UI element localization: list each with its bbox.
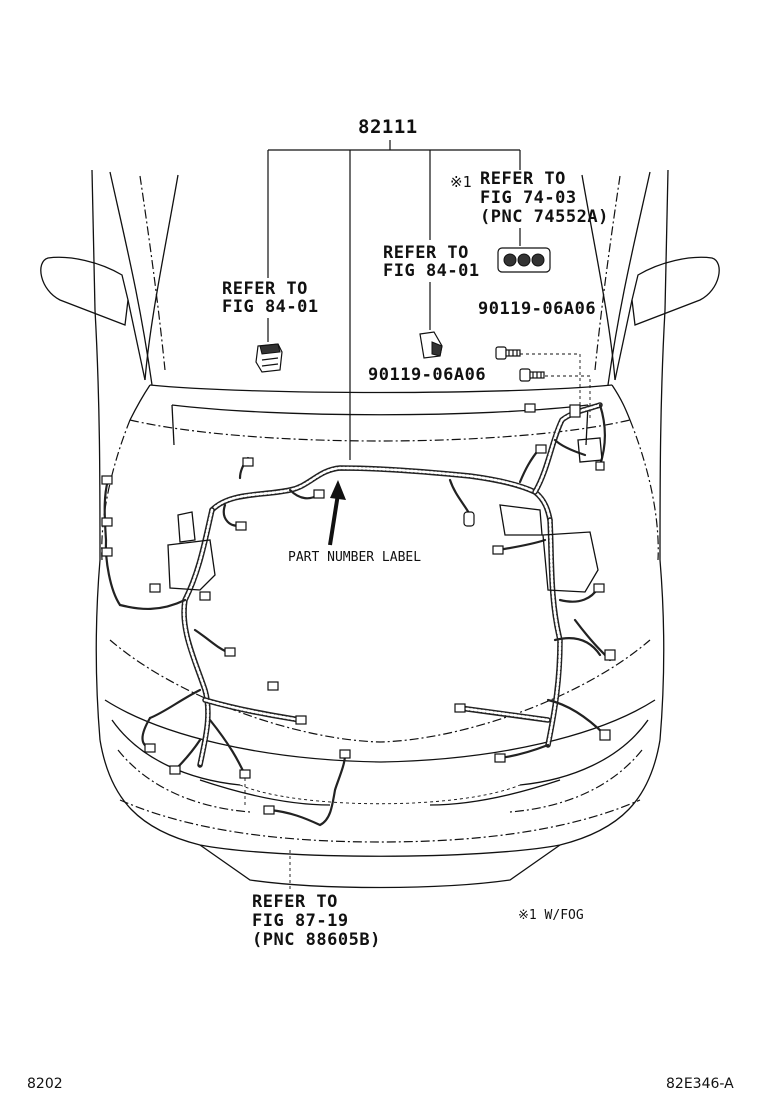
bolt-upper-label: 90119-06A06 [478, 299, 597, 319]
refer-fog-line2: FIG 74-03 [480, 188, 577, 208]
junction-boxes [167, 437, 603, 593]
harness-connectors [101, 403, 616, 815]
main-part-number: 82111 [358, 116, 418, 138]
bolt-lower-part [519, 368, 545, 382]
refer-fog-line1: REFER TO [480, 169, 566, 189]
leader-lines [244, 140, 591, 890]
bolt-upper-part [495, 346, 521, 360]
refer-bottom-line2: FIG 87-19 [252, 911, 349, 931]
refer-left-line1: REFER TO [222, 279, 308, 299]
refer-bottom-line1: REFER TO [252, 892, 338, 912]
part-number-label-callout: PART NUMBER LABEL [288, 550, 422, 565]
fog-note: ※1 W/FOG [518, 908, 584, 923]
bolt-lower-label: 90119-06A06 [368, 365, 487, 385]
refer-left-line2: FIG 84-01 [222, 297, 319, 317]
referenced-parts [255, 247, 551, 382]
refer-fog-line3: (PNC 74552A) [480, 207, 609, 227]
fog-switch-part [497, 247, 551, 273]
refer-mid-line2: FIG 84-01 [383, 261, 480, 281]
refer-fog-mark: ※1 [450, 173, 472, 191]
clip-part-left [255, 343, 283, 373]
clip-part-mid [419, 331, 443, 359]
vehicle-body-outline [40, 169, 720, 889]
refer-mid-line1: REFER TO [383, 243, 469, 263]
footer-figure-code: 82E346-A [666, 1076, 734, 1092]
footer-page-code: 8202 [27, 1076, 63, 1092]
label-arrow [328, 480, 346, 546]
refer-bottom-line3: (PNC 88605B) [252, 930, 381, 950]
